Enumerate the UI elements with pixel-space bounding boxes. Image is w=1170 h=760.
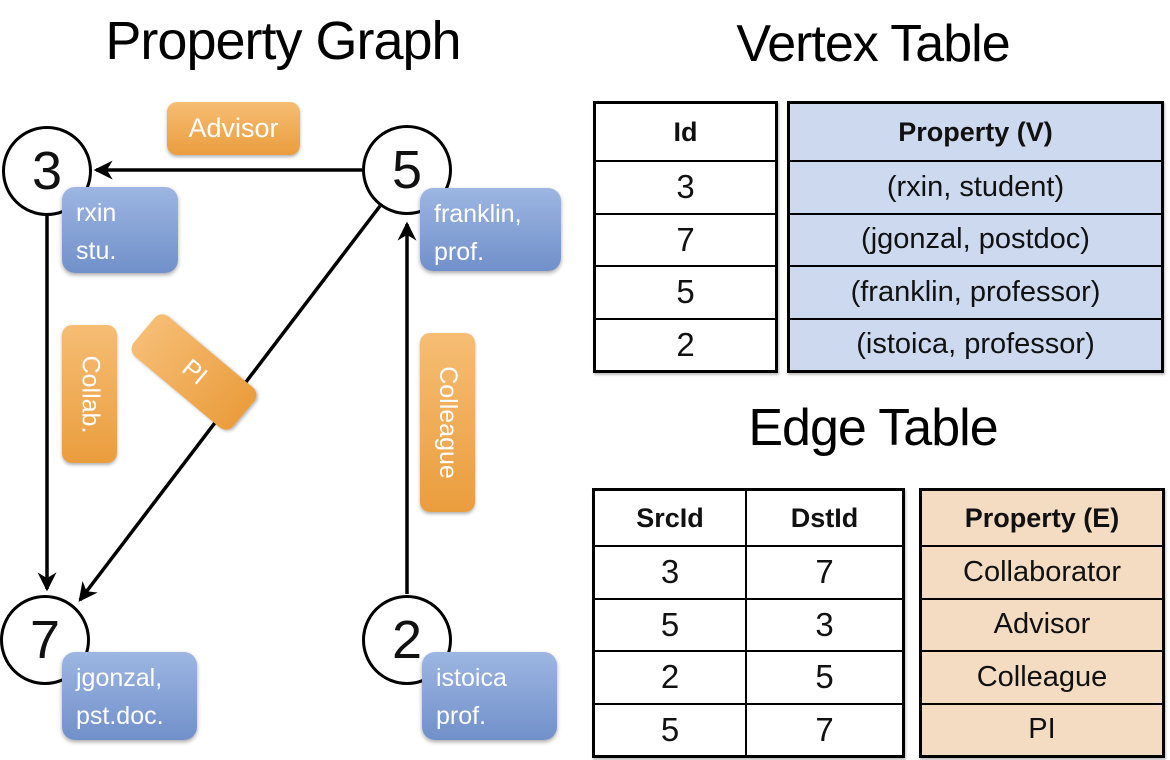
edge-table-srcid-cell: 5 — [595, 597, 745, 651]
edge-table-header-property: Property (E) — [922, 491, 1162, 545]
edge-table-property-column: Property (E) Collaborator Advisor Collea… — [919, 488, 1165, 758]
edge-table-srcid-cell: 3 — [595, 545, 745, 598]
vertex-label-jgonzal-line1: jgonzal, — [76, 664, 163, 692]
node-7-id: 7 — [29, 610, 61, 670]
edge-table-srcid-cell: 5 — [595, 702, 745, 756]
vertex-label-jgonzal: jgonzal, pst.doc. — [62, 652, 197, 740]
node-2-id: 2 — [391, 610, 423, 670]
vertex-table-property-cell: (franklin, professor) — [790, 265, 1161, 318]
vertex-table-id-cell: 5 — [596, 265, 775, 318]
edge-label-collab-text: Collab. — [76, 355, 105, 433]
node-3-id: 3 — [31, 141, 63, 201]
edge-table-property-cell: Collaborator — [922, 545, 1162, 598]
edge-table-property-cell: Advisor — [922, 597, 1162, 650]
edge-label-pi-text: PI — [176, 353, 213, 390]
vertex-table-id-cell: 2 — [596, 317, 775, 371]
edge-table-dstid-cell: 7 — [745, 545, 902, 598]
edge-table-title: Edge Table — [748, 399, 998, 457]
vertex-label-istoica-line2: prof. — [436, 701, 487, 730]
vertex-table-id-column: Id 3 7 5 2 — [593, 101, 778, 373]
vertex-table-header-id: Id — [673, 116, 698, 147]
vertex-label-franklin-line1: franklin, — [434, 200, 522, 228]
vertex-table-header-property: Property (V) — [790, 104, 1161, 160]
edge-table-dstid-cell: 5 — [745, 650, 902, 703]
edge-table-dstid-cell: 7 — [745, 702, 902, 755]
vertex-label-jgonzal-line2: pst.doc. — [76, 701, 164, 730]
vertex-label-franklin-line2: prof. — [434, 237, 485, 266]
node-2: 2 — [362, 595, 452, 685]
edge-table-header-srcid: SrcId — [636, 502, 704, 533]
vertex-table-property-column: Property (V) (rxin, student) (jgonzal, p… — [787, 101, 1164, 373]
vertex-table-property-cell: (rxin, student) — [790, 160, 1161, 213]
vertex-label-istoica: istoica prof. — [422, 652, 557, 740]
edge-table-property-cell: PI — [922, 702, 1162, 755]
vertex-label-rxin-line1: rxin — [76, 199, 117, 227]
edge-label-colleague-text: Colleague — [434, 366, 462, 479]
property-graph-title: Property Graph — [105, 11, 461, 71]
edge-table-id-columns: SrcId DstId 3 7 5 3 2 5 5 7 — [592, 488, 905, 758]
vertex-label-franklin: franklin, prof. — [420, 188, 561, 271]
edge-table-header-dstid: DstId — [745, 491, 902, 545]
vertex-label-rxin-line2: stu. — [76, 236, 117, 265]
edge-table-srcid-cell: 2 — [595, 650, 745, 703]
vertex-table-id-cell: 7 — [596, 212, 775, 266]
edge-table-dstid-cell: 3 — [745, 597, 902, 650]
vertex-table-id-cell: 3 — [596, 160, 775, 213]
edge-label-colleague: Colleague — [420, 333, 475, 512]
node-5: 5 — [362, 125, 452, 215]
edge-label-collab: Collab. — [62, 325, 117, 463]
vertex-table-title: Vertex Table — [736, 15, 1010, 73]
vertex-table-property-cell: (istoica, professor) — [790, 317, 1161, 370]
vertex-table-property-cell: (jgonzal, postdoc) — [790, 212, 1161, 265]
edge-table-property-cell: Colleague — [922, 650, 1162, 703]
node-5-id: 5 — [391, 140, 423, 200]
vertex-label-istoica-line1: istoica — [436, 664, 507, 692]
edge-label-advisor: Advisor — [167, 102, 300, 155]
vertex-label-rxin: rxin stu. — [62, 187, 178, 273]
